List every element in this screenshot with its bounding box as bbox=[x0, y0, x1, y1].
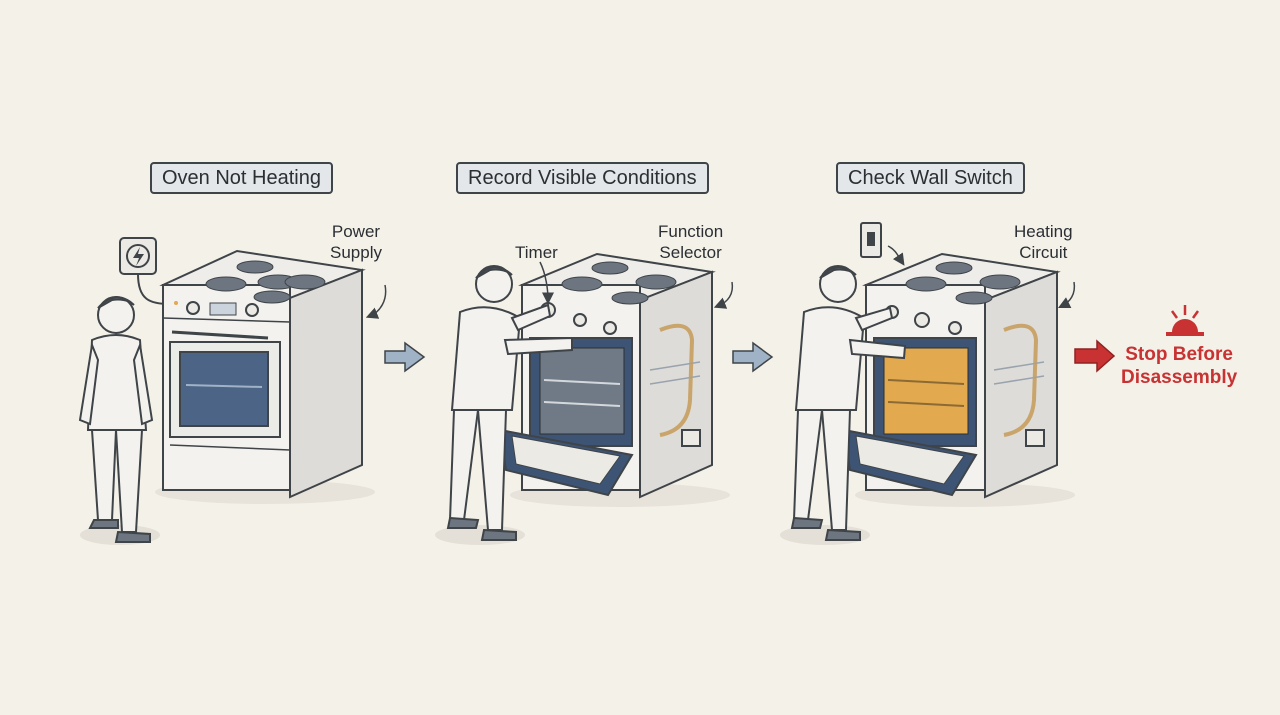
warning-light-icon bbox=[1166, 305, 1204, 336]
panel-check-wall-switch bbox=[780, 222, 1076, 545]
oven bbox=[842, 252, 1061, 499]
burner bbox=[561, 276, 603, 292]
panel-record-visible-conditions bbox=[435, 252, 734, 545]
burner bbox=[205, 276, 247, 292]
arrow-right-icon bbox=[384, 341, 426, 373]
panel-oven-not-heating bbox=[78, 237, 387, 545]
burner bbox=[253, 290, 291, 304]
step-title-1: Oven Not Heating bbox=[150, 162, 333, 194]
power-outlet bbox=[119, 237, 171, 305]
person bbox=[790, 265, 907, 541]
burner bbox=[905, 276, 947, 292]
burner bbox=[935, 261, 973, 275]
burner bbox=[955, 291, 993, 305]
burner bbox=[635, 274, 677, 290]
oven-window bbox=[179, 351, 269, 427]
step-title-3: Check Wall Switch bbox=[836, 162, 1025, 194]
arrow-right-icon bbox=[1074, 339, 1116, 373]
burner bbox=[591, 261, 629, 275]
heating-coil bbox=[659, 323, 695, 437]
person bbox=[78, 296, 154, 543]
arrow-right-icon bbox=[732, 341, 774, 373]
step-title-2: Record Visible Conditions bbox=[456, 162, 709, 194]
light-switch-icon bbox=[860, 222, 905, 266]
oven bbox=[159, 249, 366, 499]
stop-before-disassembly: Stop Before Disassembly bbox=[1121, 344, 1238, 388]
display bbox=[209, 302, 237, 316]
burner bbox=[284, 274, 326, 290]
heating-coil bbox=[1003, 323, 1039, 437]
callout-heating-circuit: Heating Circuit bbox=[1014, 222, 1073, 262]
callout-function-selector: Function Selector bbox=[658, 222, 724, 262]
oven bbox=[498, 252, 716, 499]
callout-timer: Timer bbox=[515, 243, 558, 262]
person bbox=[446, 265, 573, 541]
lightning-bolt-icon bbox=[133, 247, 144, 266]
burner bbox=[979, 274, 1021, 290]
callout-power-supply: Power Supply bbox=[330, 222, 382, 262]
burner bbox=[236, 260, 274, 274]
burner bbox=[611, 291, 649, 305]
